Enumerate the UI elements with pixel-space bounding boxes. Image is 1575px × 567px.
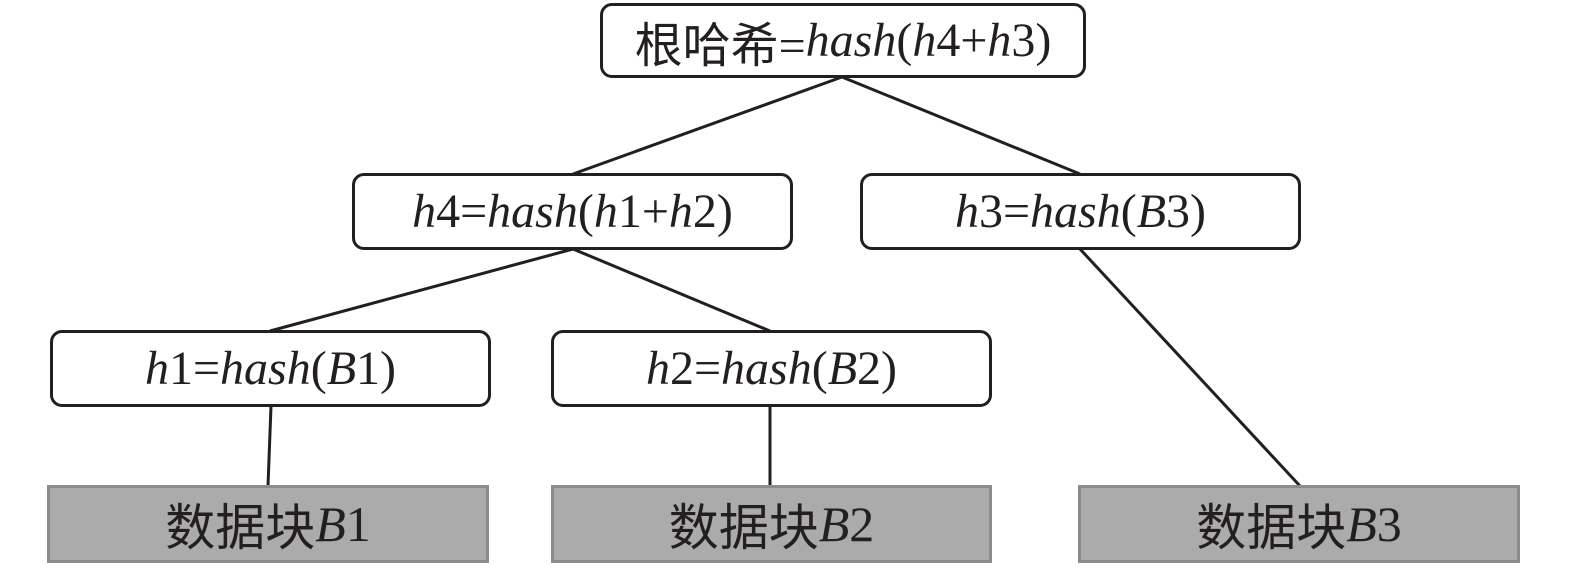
edge-root-h3 <box>841 75 1081 176</box>
h3-open: ( <box>1120 185 1137 238</box>
h1-num: 1 <box>168 342 193 395</box>
b1-num: 1 <box>345 496 371 552</box>
edge-root-h4 <box>572 75 843 176</box>
h4-var: h <box>412 185 437 238</box>
h2-arg-num: 2 <box>857 342 882 395</box>
b1-prefix: 数据块 <box>165 500 316 556</box>
root-close: ) <box>1035 14 1052 67</box>
h3-fn: hash <box>1030 185 1121 238</box>
b3-prefix: 数据块 <box>1196 500 1347 556</box>
h4-arg-b-num: 2 <box>692 185 717 238</box>
b2-prefix: 数据块 <box>668 500 819 556</box>
h3-num: 3 <box>978 185 1003 238</box>
h1-arg: B <box>326 342 357 395</box>
h2-num: 2 <box>669 342 694 395</box>
h4-arg-a-num: 1 <box>617 185 642 238</box>
h4-arg-b: h <box>668 185 693 238</box>
root-arg-b: h <box>987 14 1012 67</box>
h2-eq: = <box>693 342 722 395</box>
h4-open: ( <box>577 185 594 238</box>
edge-h3-b3 <box>1078 247 1302 488</box>
h1-arg-num: 1 <box>356 342 381 395</box>
h1-eq: = <box>192 342 221 395</box>
root-fn: hash <box>805 14 897 67</box>
h1-var: h <box>144 342 169 395</box>
h4-num: 4 <box>436 185 461 238</box>
h2-arg: B <box>827 342 858 395</box>
edge-h4-h2 <box>572 247 771 333</box>
h2-close: ) <box>881 342 898 395</box>
edge-h4-h1 <box>269 247 574 333</box>
b2-num: 2 <box>849 496 875 552</box>
root-prefix: 根哈希= <box>634 19 806 73</box>
h1-close: ) <box>380 342 397 395</box>
h4-arg-a: h <box>593 185 618 238</box>
b2-var: B <box>818 496 850 552</box>
b3-var: B <box>1346 496 1377 552</box>
h2-fn: hash <box>721 342 812 395</box>
root-open: ( <box>896 14 913 67</box>
h3-close: ) <box>1190 185 1207 238</box>
h4-close: ) <box>716 185 733 238</box>
h2-var: h <box>645 342 670 395</box>
h2-open: ( <box>811 342 828 395</box>
h4-op: + <box>641 185 669 238</box>
h1-fn: hash <box>220 342 311 395</box>
root-op: + <box>960 14 988 67</box>
h4-fn: hash <box>487 185 578 238</box>
root-arg-a: h <box>912 14 937 67</box>
h3-eq: = <box>1002 185 1031 238</box>
b1-var: B <box>315 496 346 552</box>
b3-num: 3 <box>1376 496 1402 552</box>
root-arg-b-num: 3 <box>1011 14 1036 67</box>
h3-arg-num: 3 <box>1166 185 1191 238</box>
h1-open: ( <box>310 342 327 395</box>
root-arg-a-num: 4 <box>936 14 961 67</box>
h3-var: h <box>954 185 979 238</box>
h3-arg: B <box>1136 185 1167 238</box>
edge-h1-b1 <box>266 405 273 487</box>
h4-eq: = <box>460 185 488 238</box>
